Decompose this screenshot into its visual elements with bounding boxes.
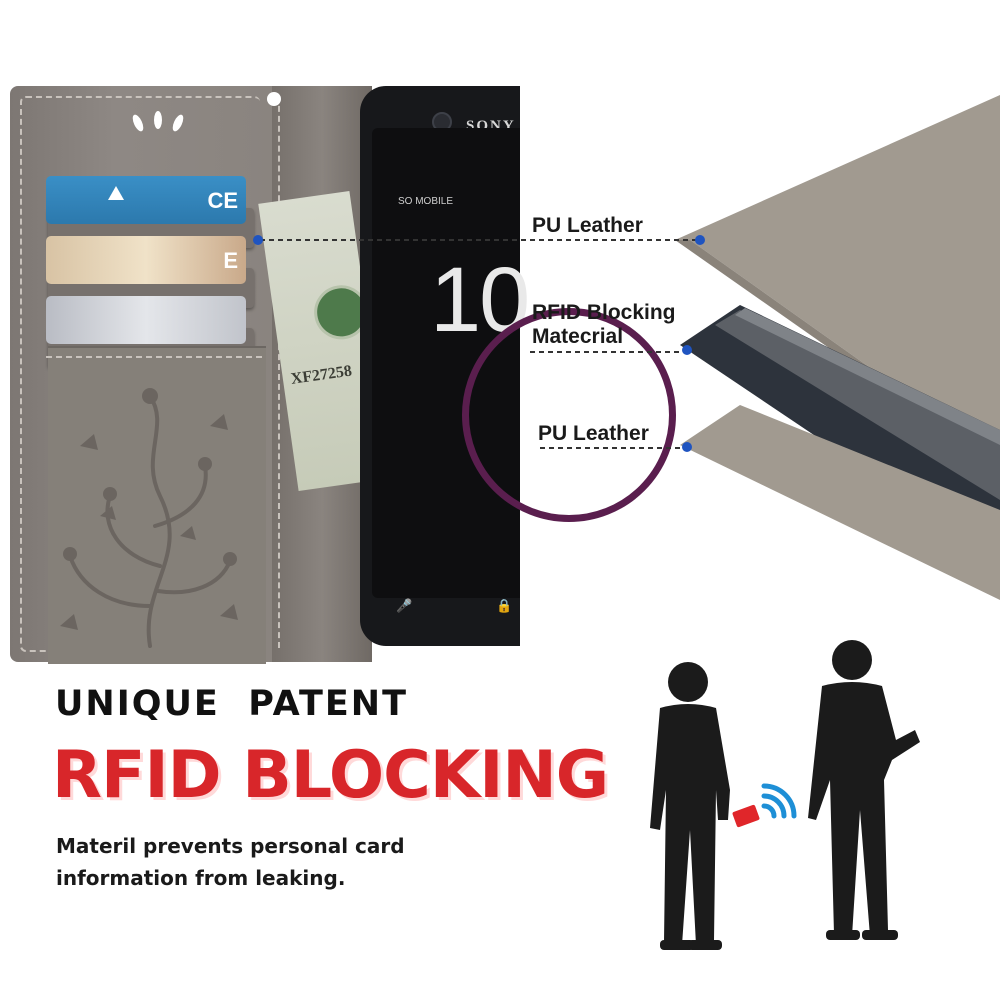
layer-label-pu-leather-bottom: PU Leather (538, 422, 649, 445)
banknote-serial: XF27258 (289, 362, 353, 388)
floral-emboss-pattern (60, 388, 238, 648)
person-victim (650, 662, 730, 950)
wallet-left-flap: CE E (10, 86, 272, 664)
pointer-dot-icon (682, 442, 692, 452)
headline-rfid-blocking: RFID BLOCKING (52, 738, 609, 813)
phone-carrier: SO MOBILE (398, 196, 454, 207)
silver-card (46, 296, 246, 344)
lock-icon: 🔒 (496, 598, 513, 613)
layers-illustration (260, 95, 1000, 600)
phone-screen: SO MOBILE 10 🎤 🔒 (372, 128, 676, 613)
pointer-dot-icon (253, 235, 263, 245)
smartphone: SONY SO MOBILE 10 🎤 🔒 (360, 86, 676, 646)
phone-wallpaper-ring (462, 308, 676, 522)
leaf-cutout-icon (132, 111, 184, 132)
gold-card: E (46, 236, 246, 284)
rfid-skimming-illustration (630, 630, 950, 960)
layer-label-rfid-blocking: RFID Blocking Matecrial (532, 301, 676, 348)
blue-card-text: CE (207, 188, 238, 213)
strap-hole (267, 92, 281, 106)
bottom-leather-sheet (680, 405, 1000, 600)
pocket-stitching (46, 356, 262, 658)
people-silhouettes (650, 640, 920, 950)
spine-stitching (278, 96, 280, 648)
red-card (732, 804, 760, 828)
wireless-signal-icon (761, 783, 797, 819)
triangle-icon (108, 186, 124, 200)
microphone-icon: 🎤 (396, 598, 413, 613)
headline-unique-patent: UNIQUE PATENT (55, 684, 408, 724)
person-thief (808, 640, 920, 940)
pointer-dot-icon (695, 235, 705, 245)
layer-label-pu-leather-top: PU Leather (532, 214, 643, 237)
wallet-case-photo: CE E (10, 86, 676, 664)
gold-card-text: E (223, 248, 238, 273)
blue-card: CE (46, 176, 246, 224)
description-text: Materil prevents personal card informati… (56, 834, 405, 890)
pointer-dot-icon (682, 345, 692, 355)
material-layers-diagram: PU Leather RFID Blocking Matecrial PU Le… (253, 0, 1000, 640)
top-leather-sheet (675, 95, 1000, 460)
